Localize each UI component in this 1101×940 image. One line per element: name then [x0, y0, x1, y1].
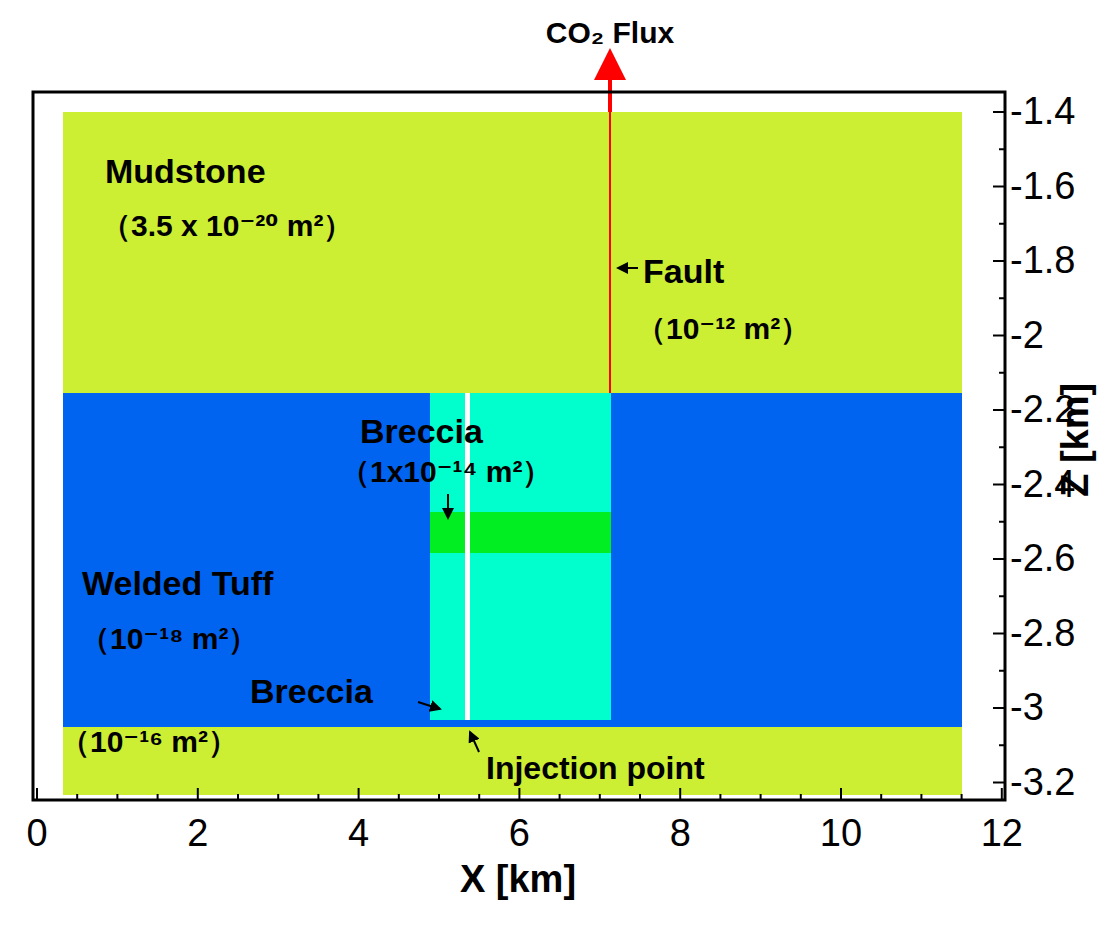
tick-mark: [317, 794, 319, 800]
tick-mark: [993, 484, 1005, 486]
rock-name: Welded Tuff: [82, 564, 273, 603]
tick-mark: [36, 788, 38, 800]
tick-mark: [920, 794, 922, 800]
mudstone-band: Mudstone （3.5 x 10⁻²⁰ m²） Welded Tuff （10⁻¹…: [63, 112, 962, 795]
axis-ticks: [37, 112, 1005, 800]
tick-mark: [438, 794, 440, 800]
permeability-value: （3.5 x 10⁻²⁰ m²）: [101, 209, 353, 244]
axis-tick-label: 10: [820, 812, 862, 856]
tick-mark: [999, 223, 1005, 225]
tick-mark: [993, 111, 1005, 113]
axis-title: X [km]: [460, 858, 576, 902]
tick-mark: [993, 558, 1005, 560]
tick-mark: [679, 788, 681, 800]
tick-mark: [358, 788, 360, 800]
tick-mark: [398, 794, 400, 800]
tick-mark: [999, 744, 1005, 746]
tuff-band: Welded Tuff （10⁻¹⁸ m²）: [63, 393, 962, 727]
axis-tick-label: -2.8: [1010, 612, 1075, 656]
breccia-name: Breccia: [250, 672, 373, 711]
tick-mark: [800, 794, 802, 800]
breccia-layer: [430, 512, 611, 553]
permeability-value: （10⁻¹² m²）: [636, 312, 810, 347]
tick-mark: [760, 794, 762, 800]
permeability-value: （10⁻¹⁶ m²）: [60, 725, 238, 760]
tick-mark: [277, 794, 279, 800]
tick-mark: [157, 794, 159, 800]
tick-mark: [559, 794, 561, 800]
tick-mark: [961, 794, 963, 800]
leader-arrow: [618, 267, 638, 269]
axis-tick-label: 4: [348, 812, 369, 856]
tuff-fill: [63, 393, 962, 727]
flux-arrow: [608, 64, 612, 112]
axis-tick-label: -2.6: [1010, 537, 1075, 581]
axis-tick-label: 8: [670, 812, 691, 856]
leader-arrow: [418, 702, 440, 709]
axis-tick-label: -1.4: [1010, 90, 1075, 134]
tick-mark: [76, 794, 78, 800]
tick-mark: [999, 670, 1005, 672]
tick-mark: [993, 260, 1005, 262]
tick-mark: [478, 794, 480, 800]
tick-mark: [993, 186, 1005, 188]
axis-tick-label: 0: [26, 812, 47, 856]
leader-arrow: [447, 494, 449, 518]
tick-mark: [993, 782, 1005, 784]
tick-mark: [993, 633, 1005, 635]
leader-arrow: [470, 732, 479, 752]
tick-mark: [993, 707, 1005, 709]
tick-mark: [999, 595, 1005, 597]
tick-mark: [518, 788, 520, 800]
fault-name: Fault: [643, 252, 724, 291]
tick-mark: [719, 794, 721, 800]
tick-mark: [840, 788, 842, 800]
axis-tick-label: -2: [1010, 314, 1044, 358]
axis-tick-label: -3.2: [1010, 761, 1075, 805]
axis-tick-label: 12: [981, 812, 1023, 856]
fault-line: [609, 112, 611, 393]
tick-mark: [197, 788, 199, 800]
axis-tick-label: -1.8: [1010, 239, 1075, 283]
tick-mark: [999, 372, 1005, 374]
permeability-value: （1x10⁻¹⁴ m²）: [340, 455, 552, 490]
permeability-value: （10⁻¹⁸ m²）: [80, 622, 258, 657]
tick-mark: [880, 794, 882, 800]
tick-mark: [237, 794, 239, 800]
axis-tick-label: -3: [1010, 686, 1044, 730]
breccia-name: Breccia: [360, 412, 483, 451]
flux-label: CO₂ Flux: [546, 16, 674, 51]
axis-tick-label: -1.6: [1010, 165, 1075, 209]
tick-mark: [993, 335, 1005, 337]
injection-label: Injection point: [486, 750, 705, 787]
mudstone-fill: [63, 112, 962, 795]
tick-mark: [599, 794, 601, 800]
axis-title: Z [km]: [1054, 383, 1098, 497]
tick-mark: [999, 521, 1005, 523]
rock-name: Mudstone: [105, 152, 266, 191]
tick-mark: [116, 794, 118, 800]
tick-mark: [999, 446, 1005, 448]
tick-mark: [639, 794, 641, 800]
tick-mark: [999, 148, 1005, 150]
plot-frame: [33, 92, 1005, 800]
tick-mark: [999, 297, 1005, 299]
axis-tick-label: 6: [509, 812, 530, 856]
tick-mark: [993, 409, 1005, 411]
axis-tick-label: 2: [187, 812, 208, 856]
tick-mark: [1001, 788, 1003, 800]
